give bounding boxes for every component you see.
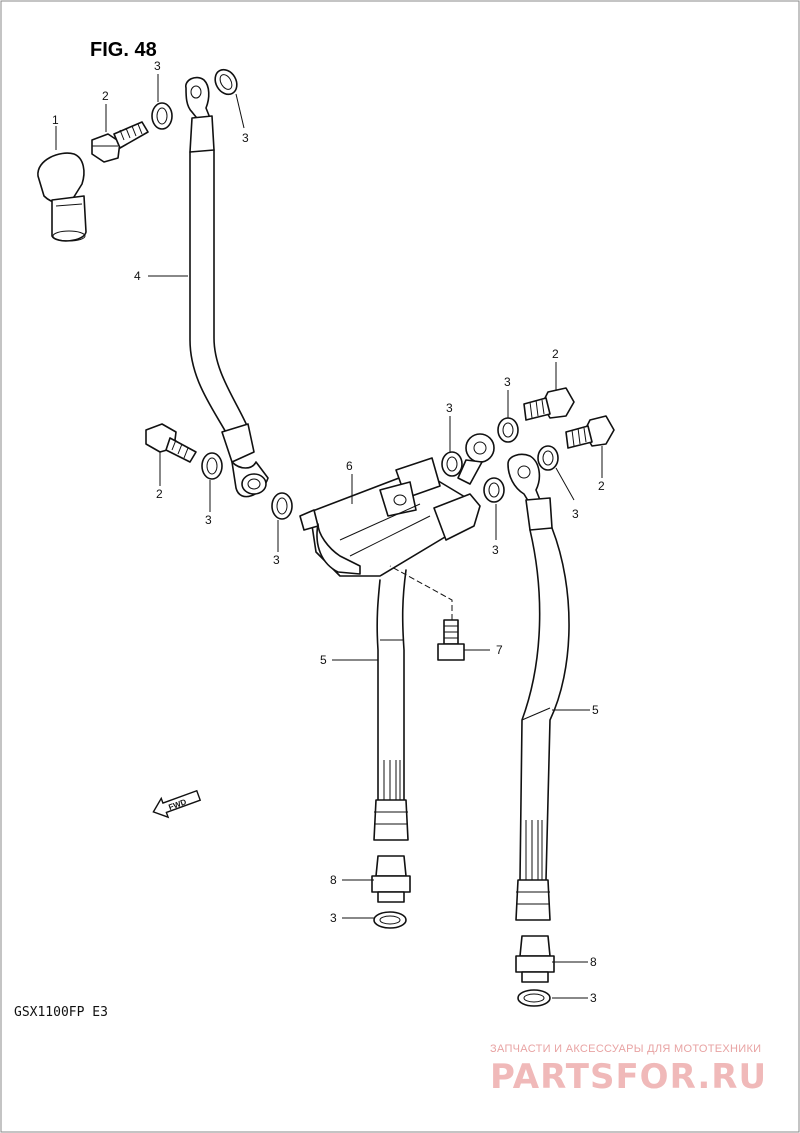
callout-2: 2 bbox=[156, 487, 163, 501]
callout-3: 3 bbox=[492, 543, 499, 557]
part-8-fitting-right bbox=[515, 935, 555, 983]
watermark-caption: ЗАПЧАСТИ И АКСЕССУАРЫ ДЛЯ МОТОТЕХНИКИ bbox=[490, 1043, 761, 1055]
callout-3: 3 bbox=[504, 375, 511, 389]
part-banjo-mid bbox=[457, 433, 495, 485]
callout-7: 7 bbox=[496, 643, 503, 657]
part-5-lower-hose-right bbox=[507, 453, 570, 921]
part-2-banjo-bolt-left bbox=[145, 423, 197, 463]
washer-3-mid-b bbox=[497, 417, 519, 443]
callout-5: 5 bbox=[320, 653, 327, 667]
callout-2: 2 bbox=[598, 479, 605, 493]
part-5-lower-hose-left bbox=[373, 569, 409, 841]
callout-8: 8 bbox=[590, 955, 597, 969]
callout-6: 6 bbox=[346, 459, 353, 473]
part-2-banjo-bolt-right bbox=[565, 415, 615, 449]
leader-lines bbox=[55, 74, 603, 999]
fwd-direction-arrow: FWD bbox=[152, 789, 202, 819]
callout-3: 3 bbox=[330, 911, 337, 925]
washer-3-mid-a bbox=[441, 451, 463, 477]
figure-title: FIG. 48 bbox=[90, 39, 157, 61]
part-7-bolt bbox=[389, 565, 465, 661]
washer-3-left-b bbox=[271, 492, 293, 520]
washer-3-right-a bbox=[537, 445, 559, 471]
callout-4: 4 bbox=[134, 269, 141, 283]
washer-3-bottom-left bbox=[373, 911, 407, 929]
callout-3: 3 bbox=[242, 131, 249, 145]
callout-3: 3 bbox=[572, 507, 579, 521]
part-2-banjo-bolt-top bbox=[91, 121, 149, 163]
model-code: GSX1100FP E3 bbox=[14, 1005, 108, 1020]
callout-2: 2 bbox=[102, 89, 109, 103]
callout-1: 1 bbox=[52, 113, 59, 127]
part-1-cap bbox=[37, 152, 87, 242]
washer-3-top-right bbox=[214, 68, 238, 96]
callout-3: 3 bbox=[205, 513, 212, 527]
callout-2: 2 bbox=[552, 347, 559, 361]
callout-3: 3 bbox=[446, 401, 453, 415]
callout-labels: 1 2 3 3 4 2 3 3 6 3 3 2 2 3 3 7 5 5 8 3 … bbox=[52, 59, 605, 1005]
callout-8: 8 bbox=[330, 873, 337, 887]
washer-3-left-a bbox=[201, 452, 223, 480]
washer-3-right-b bbox=[483, 477, 505, 503]
callout-3: 3 bbox=[273, 553, 280, 567]
fwd-label: FWD bbox=[167, 797, 187, 812]
part-8-fitting-left bbox=[371, 855, 411, 903]
part-2-banjo-bolt-top-right bbox=[523, 387, 575, 421]
part-4-upper-hose bbox=[185, 76, 269, 498]
callout-5: 5 bbox=[592, 703, 599, 717]
watermark-logo: PARTSFOR.RU bbox=[490, 1057, 767, 1097]
part-6-three-way-joint bbox=[299, 457, 481, 577]
callout-3: 3 bbox=[154, 59, 161, 73]
watermark: ЗАПЧАСТИ И АКСЕССУАРЫ ДЛЯ МОТОТЕХНИКИ PA… bbox=[490, 1043, 767, 1097]
washer-3-bottom-right bbox=[517, 989, 551, 1007]
callout-3: 3 bbox=[590, 991, 597, 1005]
washer-3-top-left bbox=[151, 102, 173, 130]
